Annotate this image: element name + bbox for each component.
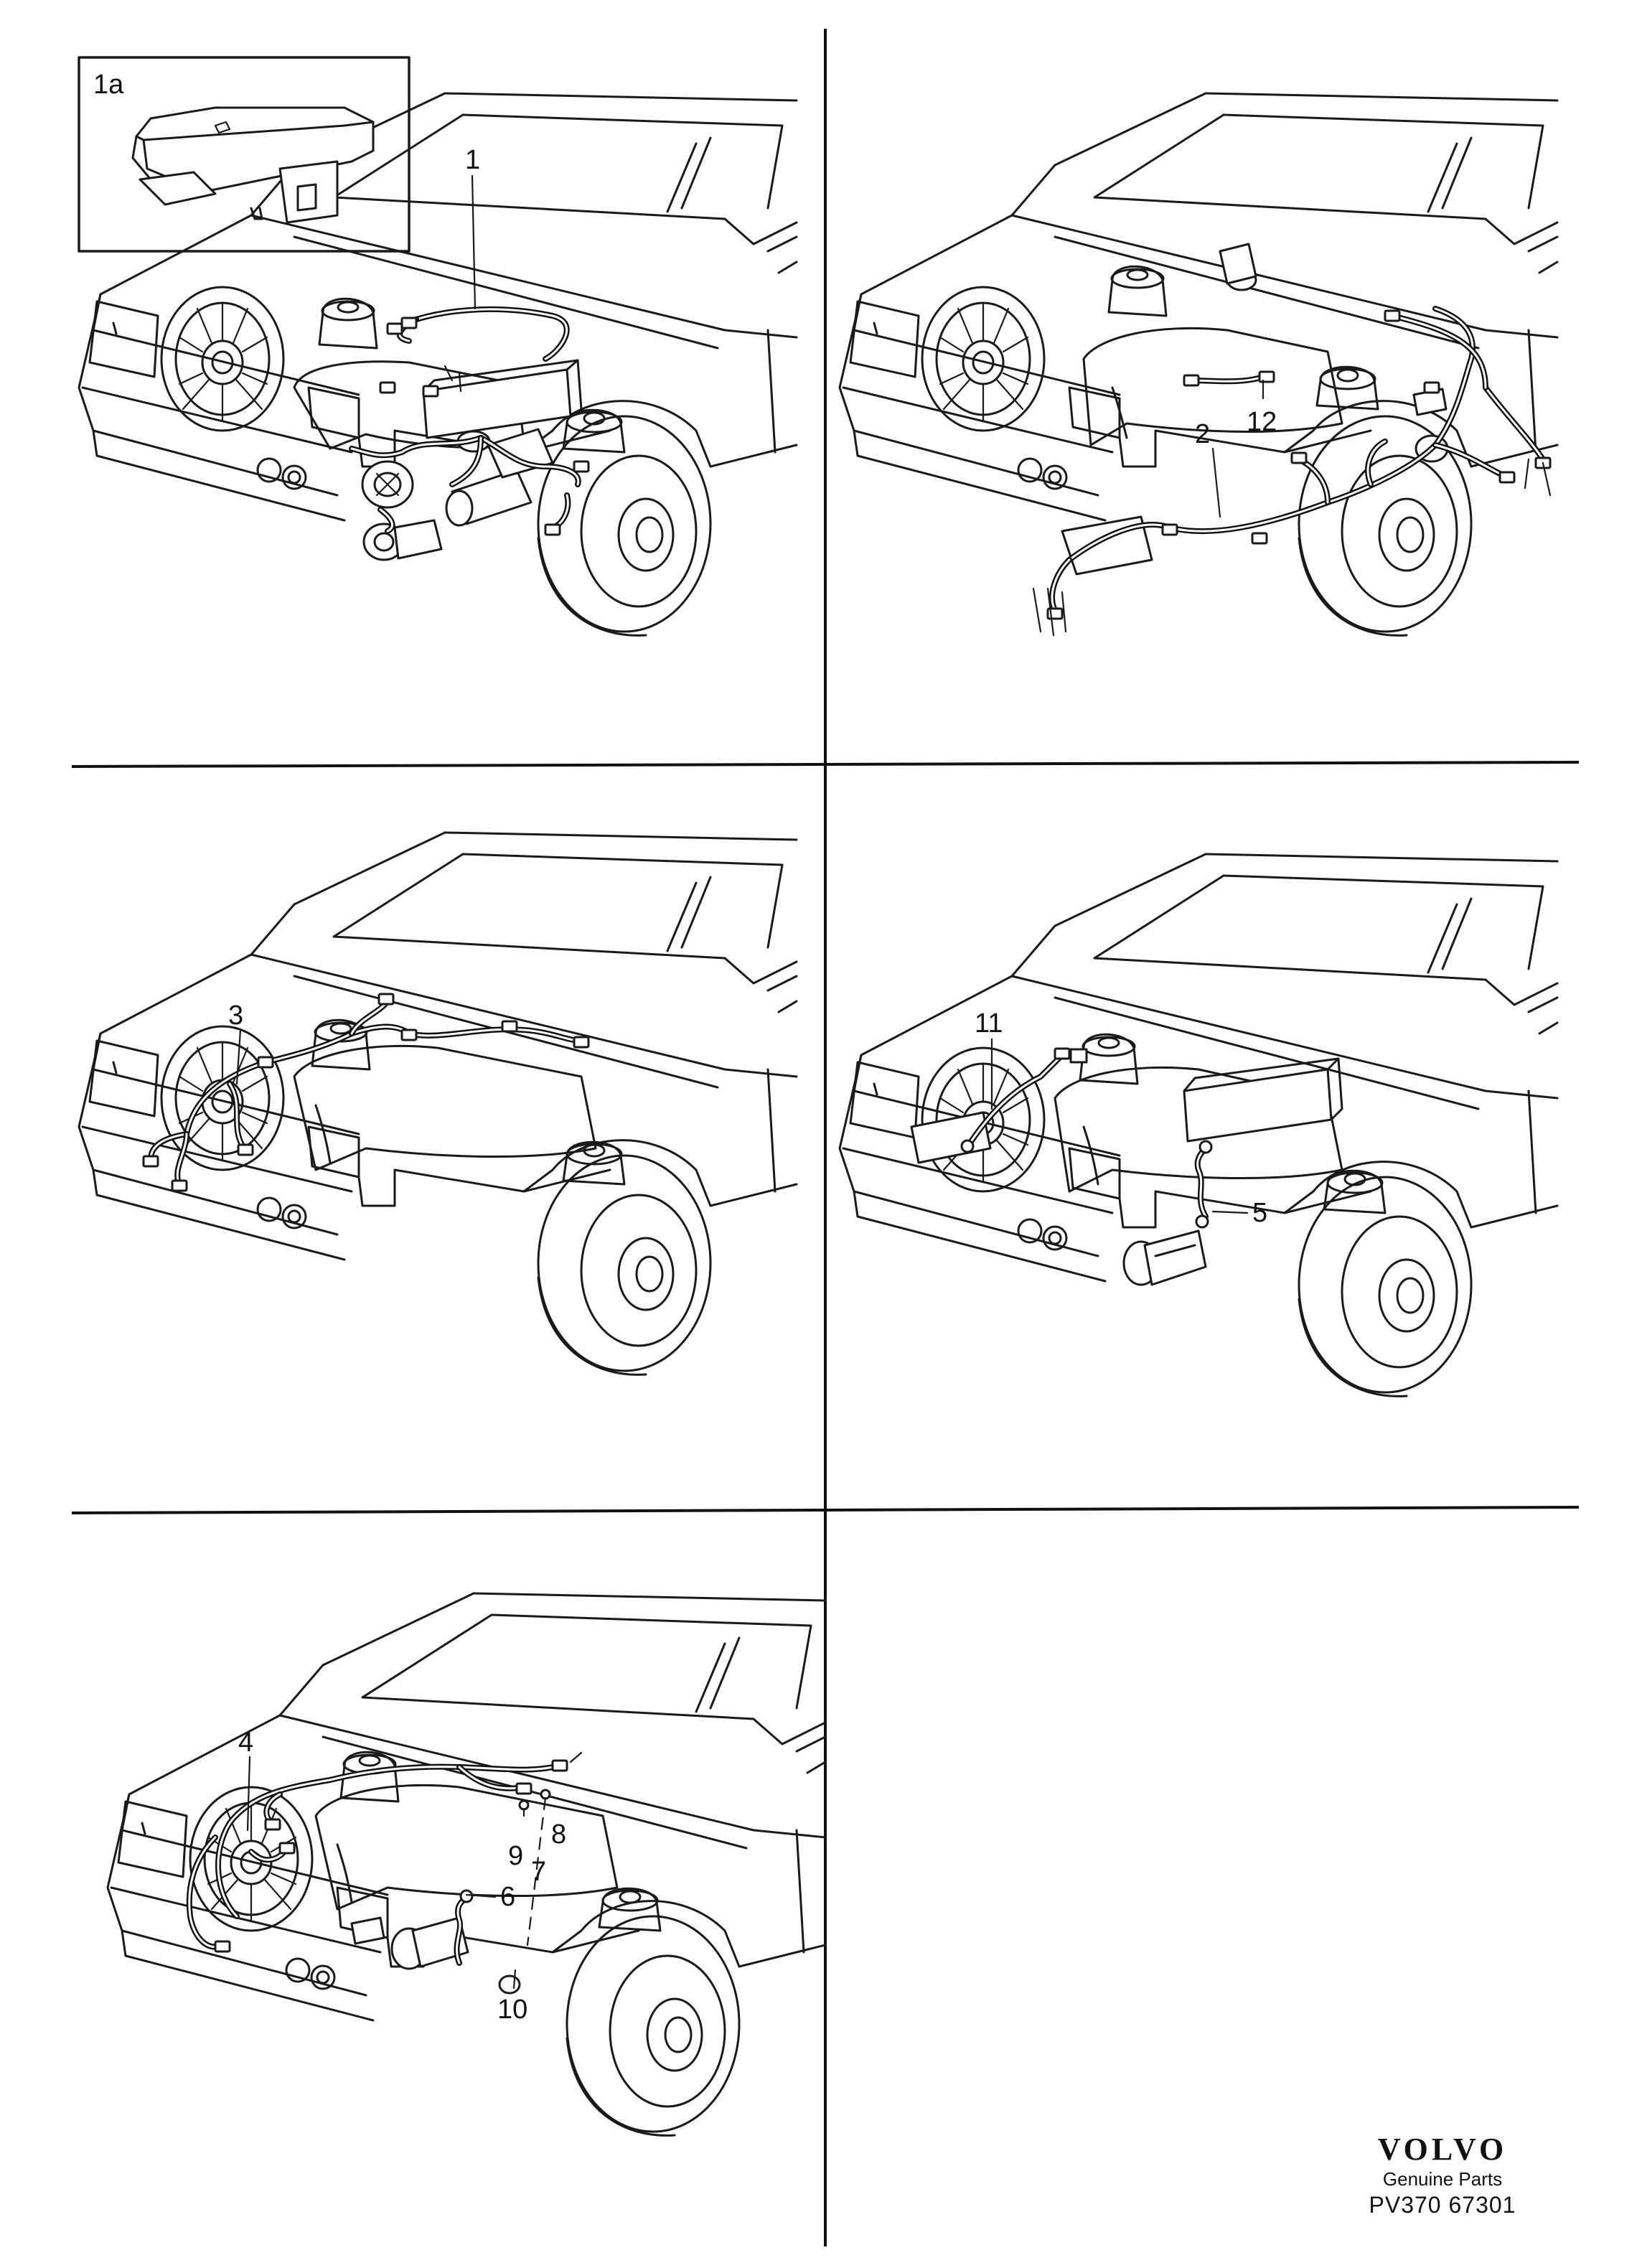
callout-4: 4 — [238, 1728, 253, 1758]
callout-7: 7 — [531, 1857, 546, 1887]
callout-12: 12 — [1247, 407, 1277, 437]
brand-subtitle: Genuine Parts — [1382, 2168, 1503, 2190]
brand-block: VOLVO Genuine Parts PV370 67301 — [1335, 2132, 1550, 2219]
callout-6: 6 — [500, 1882, 515, 1912]
callout-3: 3 — [228, 1001, 243, 1031]
row-divider-1 — [71, 761, 1580, 768]
callout-9: 9 — [508, 1841, 523, 1871]
panel-4: 11 5 — [838, 853, 1559, 1397]
brand-logo: VOLVO — [1377, 2132, 1508, 2167]
panel-1: 1 1a — [78, 56, 798, 637]
row-divider-2 — [71, 1506, 1580, 1514]
panel-3: 3 — [78, 831, 798, 1376]
callout-10-leader — [512, 1969, 517, 1990]
callout-5-leader — [1211, 1210, 1249, 1214]
inset-1a: 1a — [78, 56, 411, 253]
inset-label: 1a — [93, 70, 124, 100]
callout-1-leader — [471, 174, 477, 310]
callout-8: 8 — [551, 1819, 566, 1850]
part-code: PV370 67301 — [1369, 2192, 1516, 2218]
callout-10: 10 — [497, 1995, 527, 2025]
callout-2-leader — [1211, 447, 1221, 518]
callout-2: 2 — [1195, 419, 1210, 449]
callout-5: 5 — [1252, 1198, 1267, 1228]
callout-3-leader — [235, 1028, 242, 1085]
panel-5: 4 6 7 8 9 10 — [106, 1592, 827, 2137]
callout-11: 11 — [975, 1008, 1003, 1039]
callout-4-leader — [246, 1756, 251, 1832]
callout-6-leader — [465, 1893, 497, 1898]
panel-2: 2 12 — [838, 92, 1559, 637]
callout-1: 1 — [465, 145, 480, 175]
